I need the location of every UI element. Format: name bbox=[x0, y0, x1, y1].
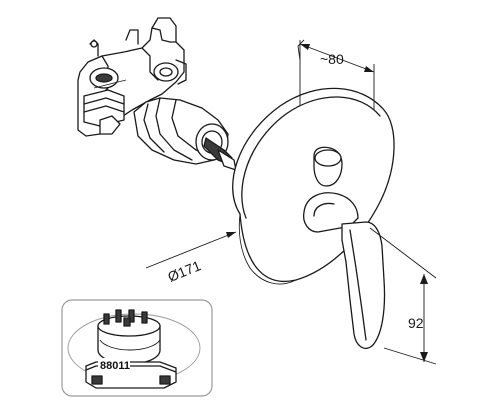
diameter-dimension-label: Ø171 bbox=[165, 257, 203, 285]
lever-handle bbox=[302, 192, 386, 349]
concealed-valve-body bbox=[77, 17, 237, 171]
part-number-tag bbox=[98, 358, 130, 371]
height-dimension-label: 92 bbox=[408, 315, 424, 331]
dimension-height: 92 bbox=[369, 227, 437, 365]
dimension-depth: ~80 bbox=[297, 39, 375, 110]
part-number-label: 88011 bbox=[100, 360, 130, 372]
depth-dimension-label: ~80 bbox=[320, 51, 344, 67]
dimension-diameter: Ø171 bbox=[145, 231, 237, 285]
diverter-knob bbox=[313, 146, 343, 187]
inset-spare-part: 88011 bbox=[61, 299, 213, 397]
